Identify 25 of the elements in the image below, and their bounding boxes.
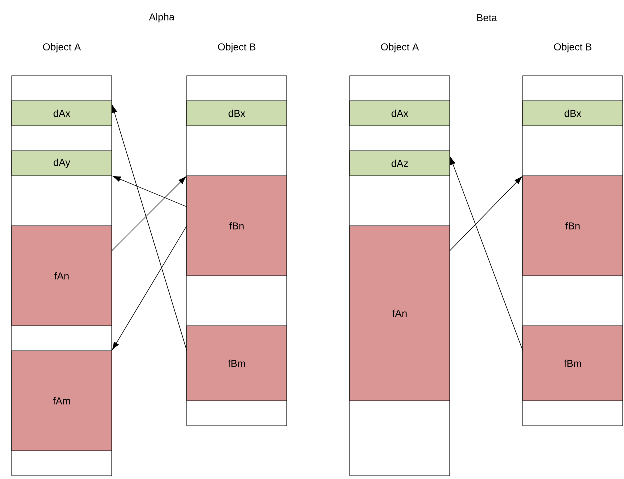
data-field-box: dBx bbox=[186, 100, 288, 126]
node-label: Object B bbox=[218, 43, 256, 53]
section-title: Beta bbox=[478, 14, 498, 22]
arrow bbox=[112, 176, 188, 208]
data-field-box: dAz bbox=[350, 150, 450, 176]
function-box: fBm bbox=[522, 326, 624, 402]
data-field-box: dAx bbox=[12, 100, 112, 126]
function-box: fBn bbox=[186, 176, 288, 276]
data-field-box: dAx bbox=[350, 100, 450, 126]
data-field-box: dAy bbox=[12, 150, 112, 176]
function-box: fAn bbox=[12, 226, 112, 326]
arrow bbox=[112, 105, 188, 352]
section-title: Alpha bbox=[149, 13, 175, 23]
function-box: fAm bbox=[12, 350, 112, 452]
data-field-box: dBx bbox=[522, 100, 624, 126]
function-box: fBm bbox=[186, 326, 288, 402]
arrow bbox=[450, 176, 522, 252]
node-label: Object A bbox=[43, 43, 82, 53]
node-label: Object A bbox=[381, 43, 420, 53]
function-box: fBn bbox=[522, 176, 624, 276]
arrow bbox=[450, 157, 524, 352]
arrow bbox=[112, 226, 188, 350]
node-label: Object B bbox=[554, 43, 592, 53]
arrow bbox=[112, 176, 186, 252]
function-box: fAn bbox=[350, 226, 450, 402]
